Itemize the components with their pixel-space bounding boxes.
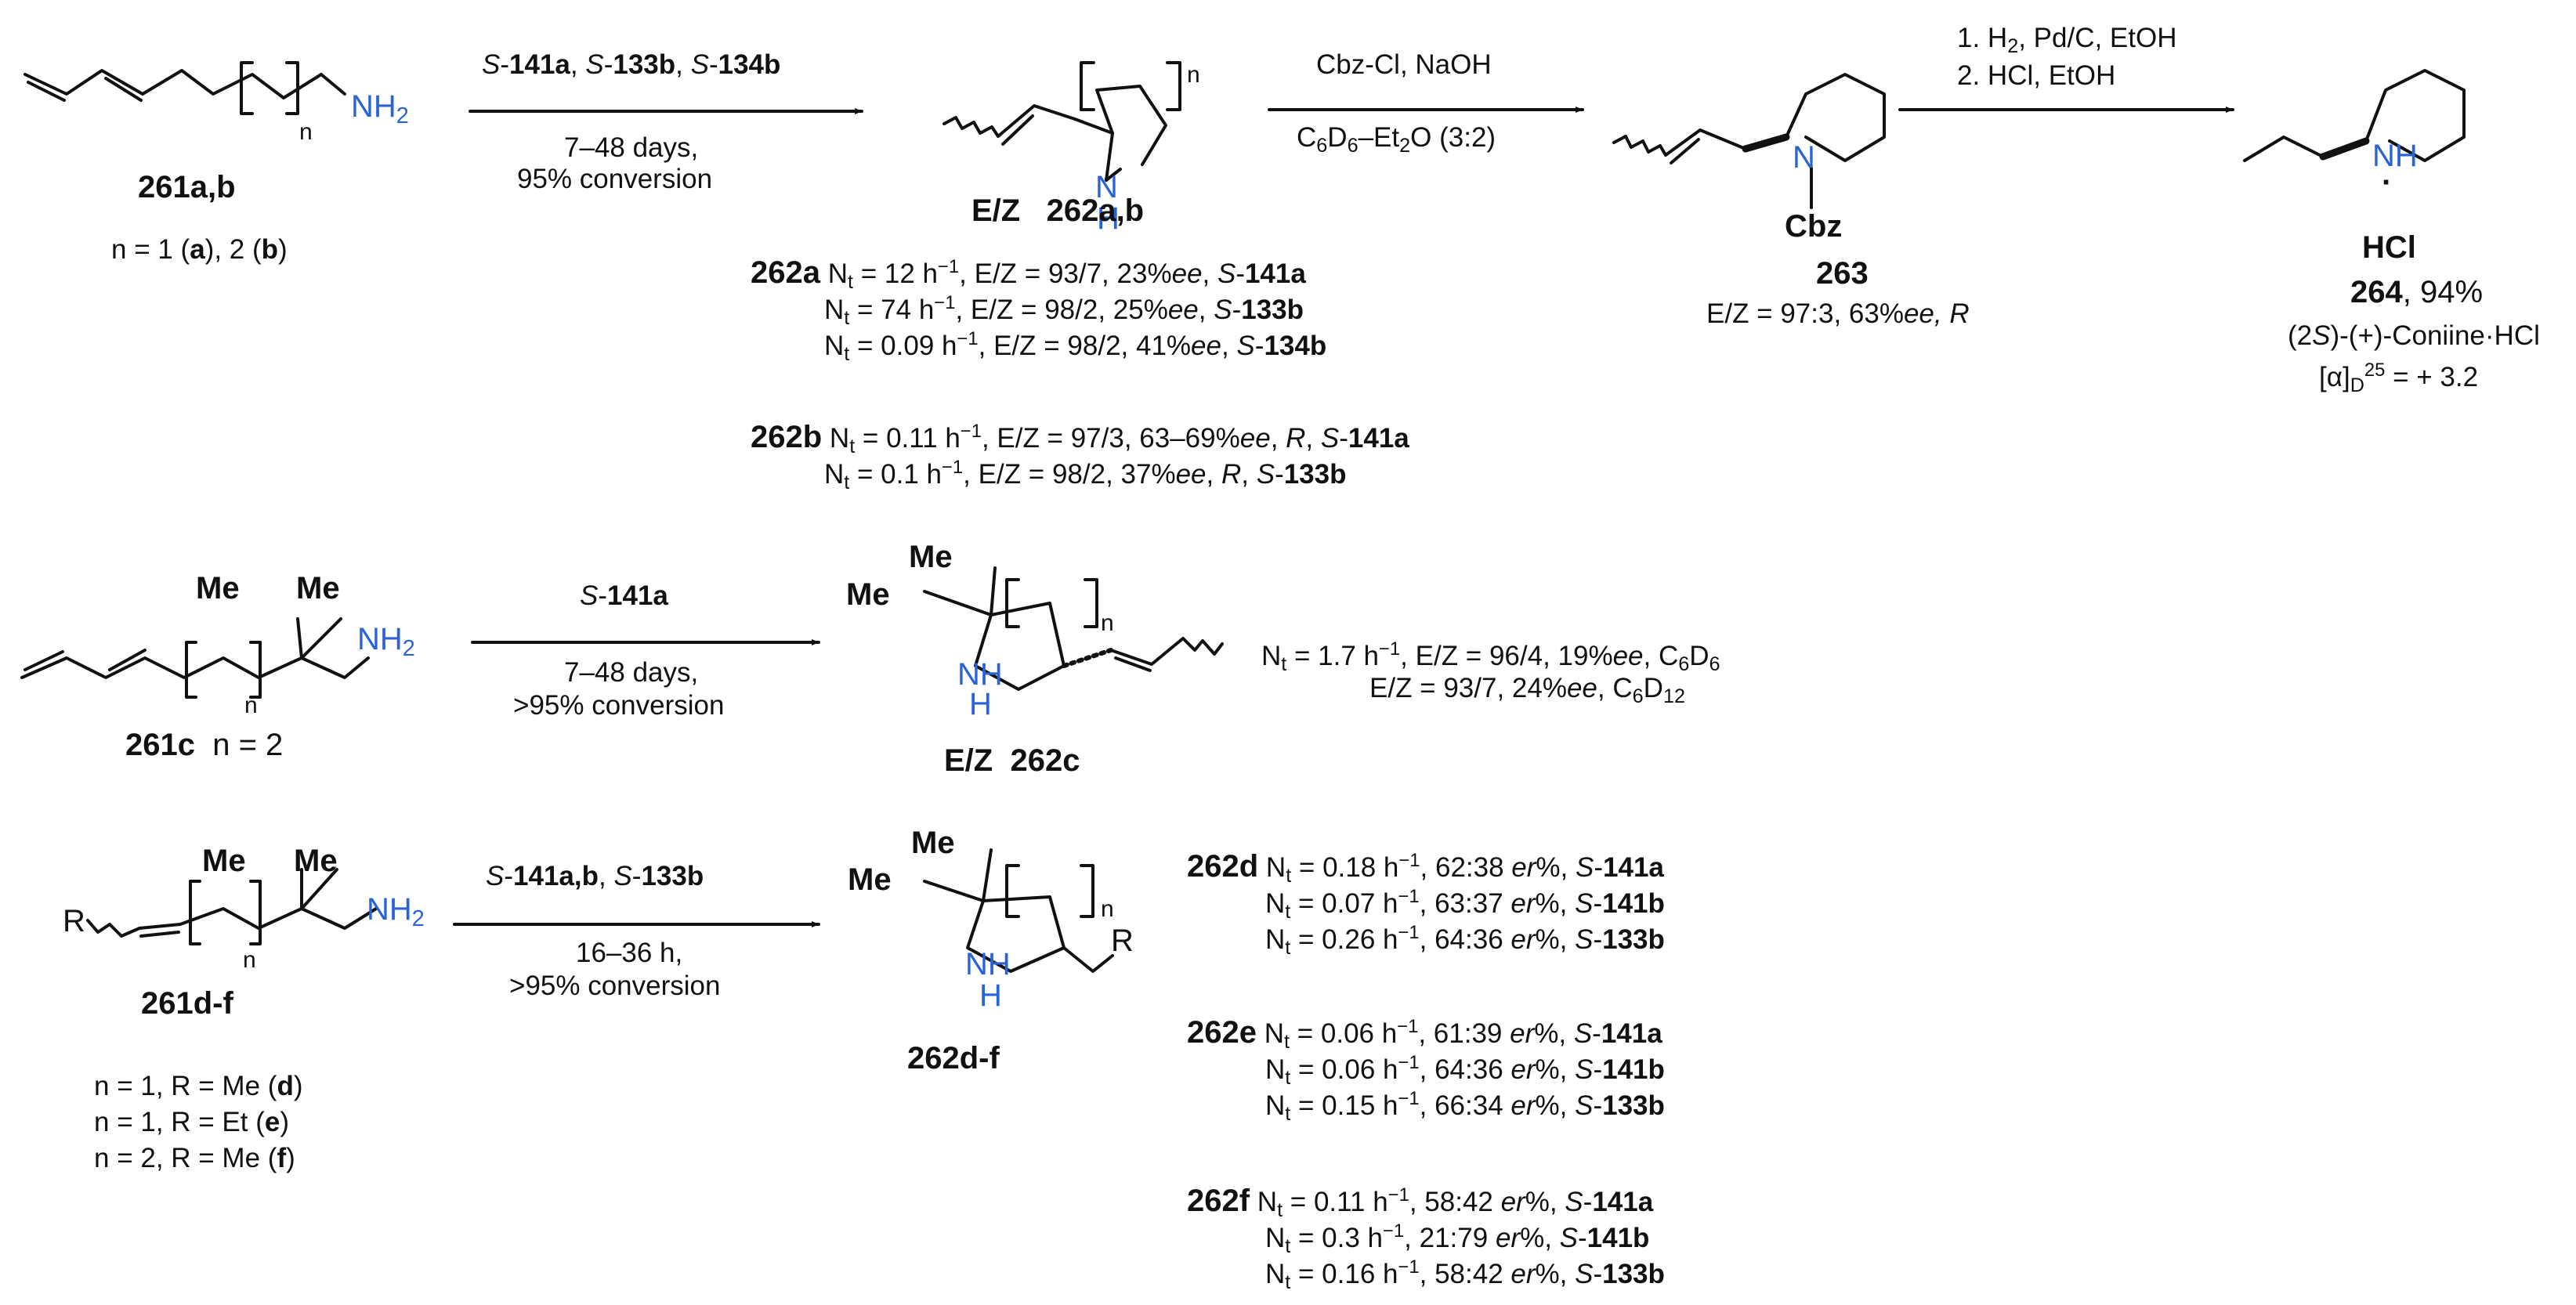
er-result-row: 262d Nt = 0.18 h−1, 62:38 er%, S-141a <box>1187 849 1664 887</box>
ring-nitrogen: N <box>1793 140 1815 175</box>
condition-e: n = 1, R = Et (e) <box>94 1107 290 1137</box>
diene-amine-261ab <box>24 61 346 115</box>
ring-nh: NH <box>957 657 1003 692</box>
result-262c-1: Nt = 1.7 h−1, E/Z = 96/4, 19%ee, C6D6 <box>1261 638 1720 676</box>
product-label-262df: 262d-f <box>907 1041 1000 1075</box>
diene-amine-261c <box>20 617 370 699</box>
arrow4-time: 7–48 days, <box>564 657 699 688</box>
er-result-row: Nt = 0.15 h−1, 66:34 er%, S-133b <box>1265 1088 1665 1126</box>
repeat-n: n <box>1187 62 1200 88</box>
substrate-261c: 261c n = 2 <box>125 728 284 762</box>
coniine-nh: NH <box>2372 139 2418 173</box>
result-row: Nt = 0.1 h−1, E/Z = 98/2, 37%ee, R, S-13… <box>824 457 1347 494</box>
product-label-262c: E/Z 262c <box>944 743 1080 778</box>
er-result-row: Nt = 0.16 h−1, 58:42 er%, S-133b <box>1265 1256 1665 1294</box>
arrow4-conversion: >95% conversion <box>513 690 725 721</box>
ring-nh-hydrogen: H <box>969 687 992 721</box>
substrate-261df: 261d-f <box>141 986 233 1021</box>
result-row: Nt = 0.09 h−1, E/Z = 98/2, 41%ee, S-134b <box>824 328 1327 366</box>
methyl-label: Me <box>202 844 246 878</box>
compound-264-yield: 264, 94% <box>2350 275 2484 309</box>
ring-nitrogen: N <box>1095 170 1118 204</box>
er-result-row: Nt = 0.26 h−1, 64:36 er%, S-133b <box>1265 922 1665 960</box>
pyrrolidine-262ab <box>942 61 1181 182</box>
er-result-row: 262e Nt = 0.06 h−1, 61:39 er%, S-141a <box>1187 1015 1662 1054</box>
amine-label: NH2 <box>357 622 415 662</box>
er-result-row: Nt = 0.3 h−1, 21:79 er%, S-141b <box>1265 1220 1650 1258</box>
condition-d: n = 1, R = Me (d) <box>94 1071 303 1101</box>
arrow5-catalysts: S-141a,b, S-133b <box>486 861 704 891</box>
piperidine-263 <box>1612 73 1886 209</box>
methyl-label: Me <box>294 844 338 878</box>
cbz-group: Cbz <box>1785 209 1843 244</box>
arrow2-reagent: Cbz-Cl, NaOH <box>1316 49 1492 80</box>
repeat-n: n <box>1101 896 1114 922</box>
compound-263-result: E/Z = 97:3, 63%ee, R <box>1706 298 1970 329</box>
methyl-label: Me <box>196 571 240 606</box>
compound-label-261ab: 261a,b <box>138 170 236 204</box>
arrow3-step2: 2. HCl, EtOH <box>1957 60 2116 91</box>
repeat-n: n <box>299 119 313 145</box>
result-row: 262a Nt = 12 h−1, E/Z = 93/7, 23%ee, S-1… <box>751 255 1306 294</box>
amine-label: NH2 <box>367 892 425 932</box>
methyl-label: Me <box>296 571 340 606</box>
methyl-label: Me <box>846 577 890 612</box>
hcl-label: HCl <box>2362 230 2416 265</box>
coniine-name: (2S)-(+)-Coniine·HCl <box>2288 320 2540 351</box>
er-result-row: Nt = 0.07 h−1, 63:37 er%, S-141b <box>1265 886 1665 924</box>
methyl-label: Me <box>848 862 892 897</box>
arrow1-conversion: 95% conversion <box>517 164 713 194</box>
repeat-n: n <box>1101 610 1114 636</box>
arrow4-catalyst: S-141a <box>580 580 668 611</box>
compound-label-263: 263 <box>1816 256 1869 291</box>
repeat-n: n <box>244 692 258 718</box>
arrow2-solvent: C6D6–Et2O (3:2) <box>1297 122 1496 157</box>
arrow5-conversion: >95% conversion <box>509 971 721 1001</box>
ring-nh-hydrogen: H <box>979 978 1002 1013</box>
arrow1-catalysts: S-141a, S-133b, S-134b <box>482 49 781 80</box>
r-group: R <box>63 904 85 938</box>
arrow3-step1: 1. H2, Pd/C, EtOH <box>1957 23 2177 58</box>
amine-label: NH2 <box>351 89 409 129</box>
coniine-264 <box>2243 69 2466 162</box>
substrate-definition: n = 1 (a), 2 (b) <box>111 234 288 265</box>
alkene-amine-261df <box>86 868 378 945</box>
methyl-label: Me <box>909 540 953 574</box>
result-row: 262b Nt = 0.11 h−1, E/Z = 97/3, 63–69%ee… <box>751 420 1409 458</box>
er-result-row: 262f Nt = 0.11 h−1, 58:42 er%, S-141a <box>1187 1184 1654 1222</box>
result-262c-2: E/Z = 93/7, 24%ee, C6D12 <box>1369 673 1685 708</box>
arrow1-time: 7–48 days, <box>564 132 699 163</box>
ring-nh-hydrogen: H <box>1097 201 1120 236</box>
arrow5-time: 16–36 h, <box>576 938 683 968</box>
product-label-262ab: E/Z 262a,b <box>971 193 1145 228</box>
condition-f: n = 2, R = Me (f) <box>94 1143 295 1173</box>
methyl-label: Me <box>911 826 955 860</box>
ring-nh: NH <box>965 947 1011 981</box>
salt-dot: · <box>2382 165 2393 200</box>
pyrrolidine-262c <box>923 566 1224 691</box>
repeat-n: n <box>243 947 256 973</box>
r-group: R <box>1111 924 1134 958</box>
result-row: Nt = 74 h−1, E/Z = 98/2, 25%ee, S-133b <box>824 292 1304 330</box>
er-result-row: Nt = 0.06 h−1, 64:36 er%, S-141b <box>1265 1052 1665 1090</box>
optical-rotation: [α]D25 = + 3.2 <box>2319 360 2479 397</box>
pyrrolidine-262df <box>923 848 1114 973</box>
